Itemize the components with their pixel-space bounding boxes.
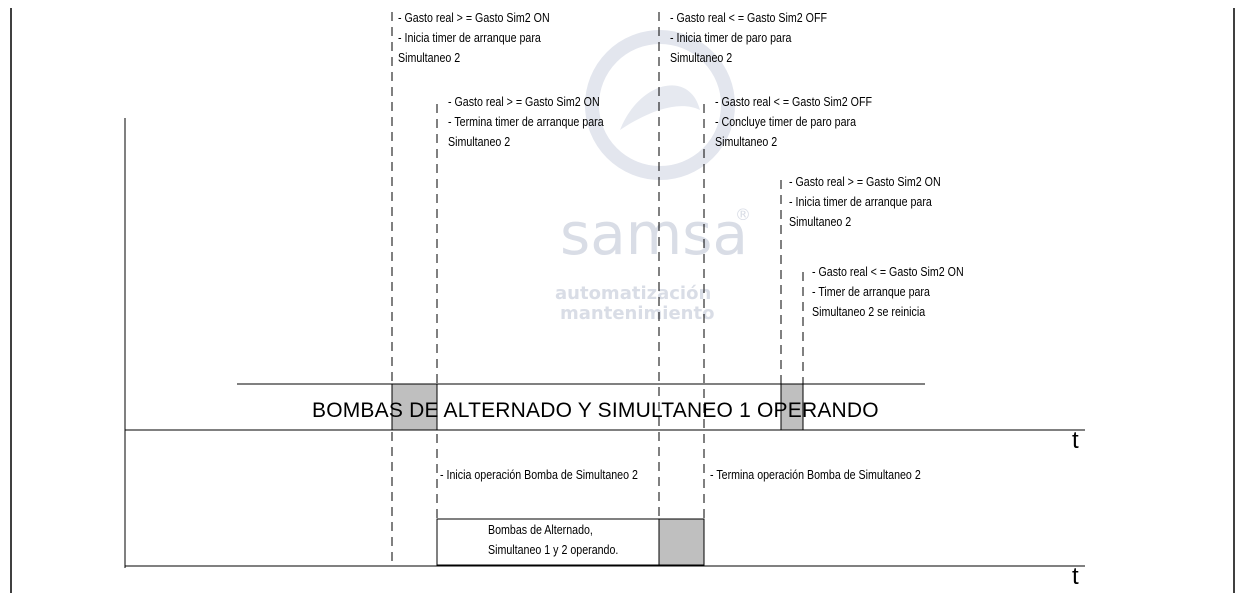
annotation-line: - Gasto real > = Gasto Sim2 ON <box>398 10 550 25</box>
annotation-line: Simultaneo 2 <box>789 214 852 229</box>
annotation-line: - Inicia timer de arranque para <box>789 194 932 209</box>
watermark-line1: automatización <box>555 283 712 304</box>
annotation-line: Simultaneo 2 <box>448 134 511 149</box>
lower-axis-label: t <box>1072 563 1079 590</box>
annotation-line: - Inicia timer de arranque para <box>398 30 541 45</box>
watermark-line2: mantenimiento <box>560 303 715 324</box>
watermark-registered: ® <box>735 205 751 224</box>
annotation-line: Simultaneo 2 <box>715 134 778 149</box>
upper-axis-label: t <box>1072 427 1079 454</box>
annotation-sim2-on-reset: - Gasto real < = Gasto Sim2 ON - Timer d… <box>812 262 964 322</box>
annotation-sim2-on-end: - Gasto real > = Gasto Sim2 ON - Termina… <box>448 92 604 152</box>
annotation-line: Simultaneo 2 <box>670 50 733 65</box>
annotation-sim2-on-restart: - Gasto real > = Gasto Sim2 ON - Inicia … <box>789 172 941 232</box>
annotation-line: - Gasto real > = Gasto Sim2 ON <box>448 94 600 109</box>
annotation-line: - Gasto real < = Gasto Sim2 OFF <box>715 94 872 109</box>
annotation-line: - Gasto real < = Gasto Sim2 OFF <box>670 10 827 25</box>
annotation-line: Simultaneo 2 <box>398 50 461 65</box>
annotation-bomba-start: - Inicia operación Bomba de Simultaneo 2 <box>440 467 638 482</box>
annotation-sim2-off-end: - Gasto real < = Gasto Sim2 OFF - Conclu… <box>715 92 872 152</box>
annotation-line: - Gasto real < = Gasto Sim2 ON <box>812 264 964 279</box>
annotation-sim2-off-start: - Gasto real < = Gasto Sim2 OFF - Inicia… <box>670 8 827 68</box>
annotation-bomba-end: - Termina operación Bomba de Simultaneo … <box>710 467 921 482</box>
lower-operation-box <box>436 518 660 566</box>
annotation-sim2-on-start: - Gasto real > = Gasto Sim2 ON - Inicia … <box>398 8 550 68</box>
lower-box-label: Bombas de Alternado, Simultaneo 1 y 2 op… <box>488 520 618 560</box>
annotation-line: - Gasto real > = Gasto Sim2 ON <box>789 174 941 189</box>
lower-box-line: Bombas de Alternado, <box>488 522 593 537</box>
watermark-brand: samsa <box>560 200 749 268</box>
annotation-line: Simultaneo 2 se reinicia <box>812 304 926 319</box>
annotation-line: - Termina timer de arranque para <box>448 114 604 129</box>
lower-box-line: Simultaneo 1 y 2 operando. <box>488 542 619 557</box>
annotation-line: - Timer de arranque para <box>812 284 930 299</box>
annotation-line: - Inicia timer de paro para <box>670 30 792 45</box>
sim2-stop-timer-block <box>658 518 705 566</box>
operation-banner: BOMBAS DE ALTERNADO Y SIMULTANEO 1 OPERA… <box>312 399 879 422</box>
annotation-line: - Concluye timer de paro para <box>715 114 857 129</box>
